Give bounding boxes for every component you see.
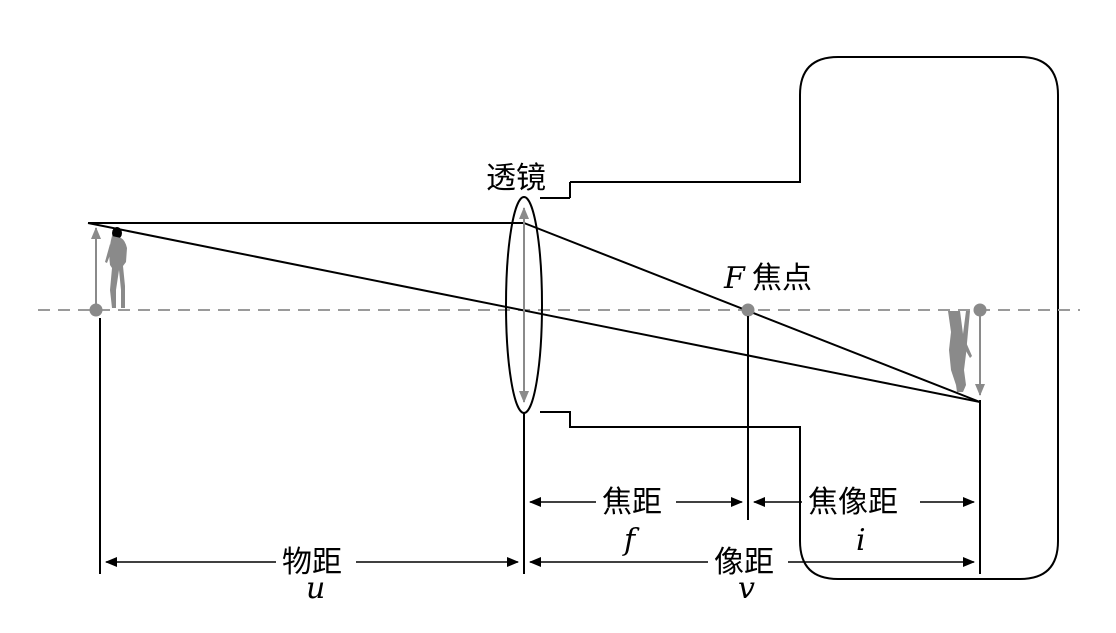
ray-through-center — [87, 222, 981, 403]
image-focal-distance-symbol: i — [856, 523, 866, 558]
focal-point-dot — [741, 303, 755, 317]
image-distance-symbol: v — [738, 571, 755, 606]
object-person-silhouette — [105, 227, 127, 308]
focal-length-symbol: f — [622, 523, 640, 558]
object-distance-symbol: u — [306, 571, 325, 606]
camera-body-outline — [540, 56, 1059, 580]
focal-point-label: 焦点 — [752, 261, 812, 296]
object-base-dot — [89, 303, 103, 317]
image-focal-distance-label: 焦像距 — [808, 485, 898, 520]
focal-length-label: 焦距 — [602, 485, 662, 520]
lens-label: 透镜 — [486, 161, 546, 196]
object-distance-label: 物距 — [282, 545, 342, 580]
focal-point-symbol: F — [723, 261, 746, 296]
image-top-dot — [973, 303, 987, 317]
image-distance-label: 像距 — [714, 545, 774, 580]
image-person-silhouette — [948, 311, 972, 392]
